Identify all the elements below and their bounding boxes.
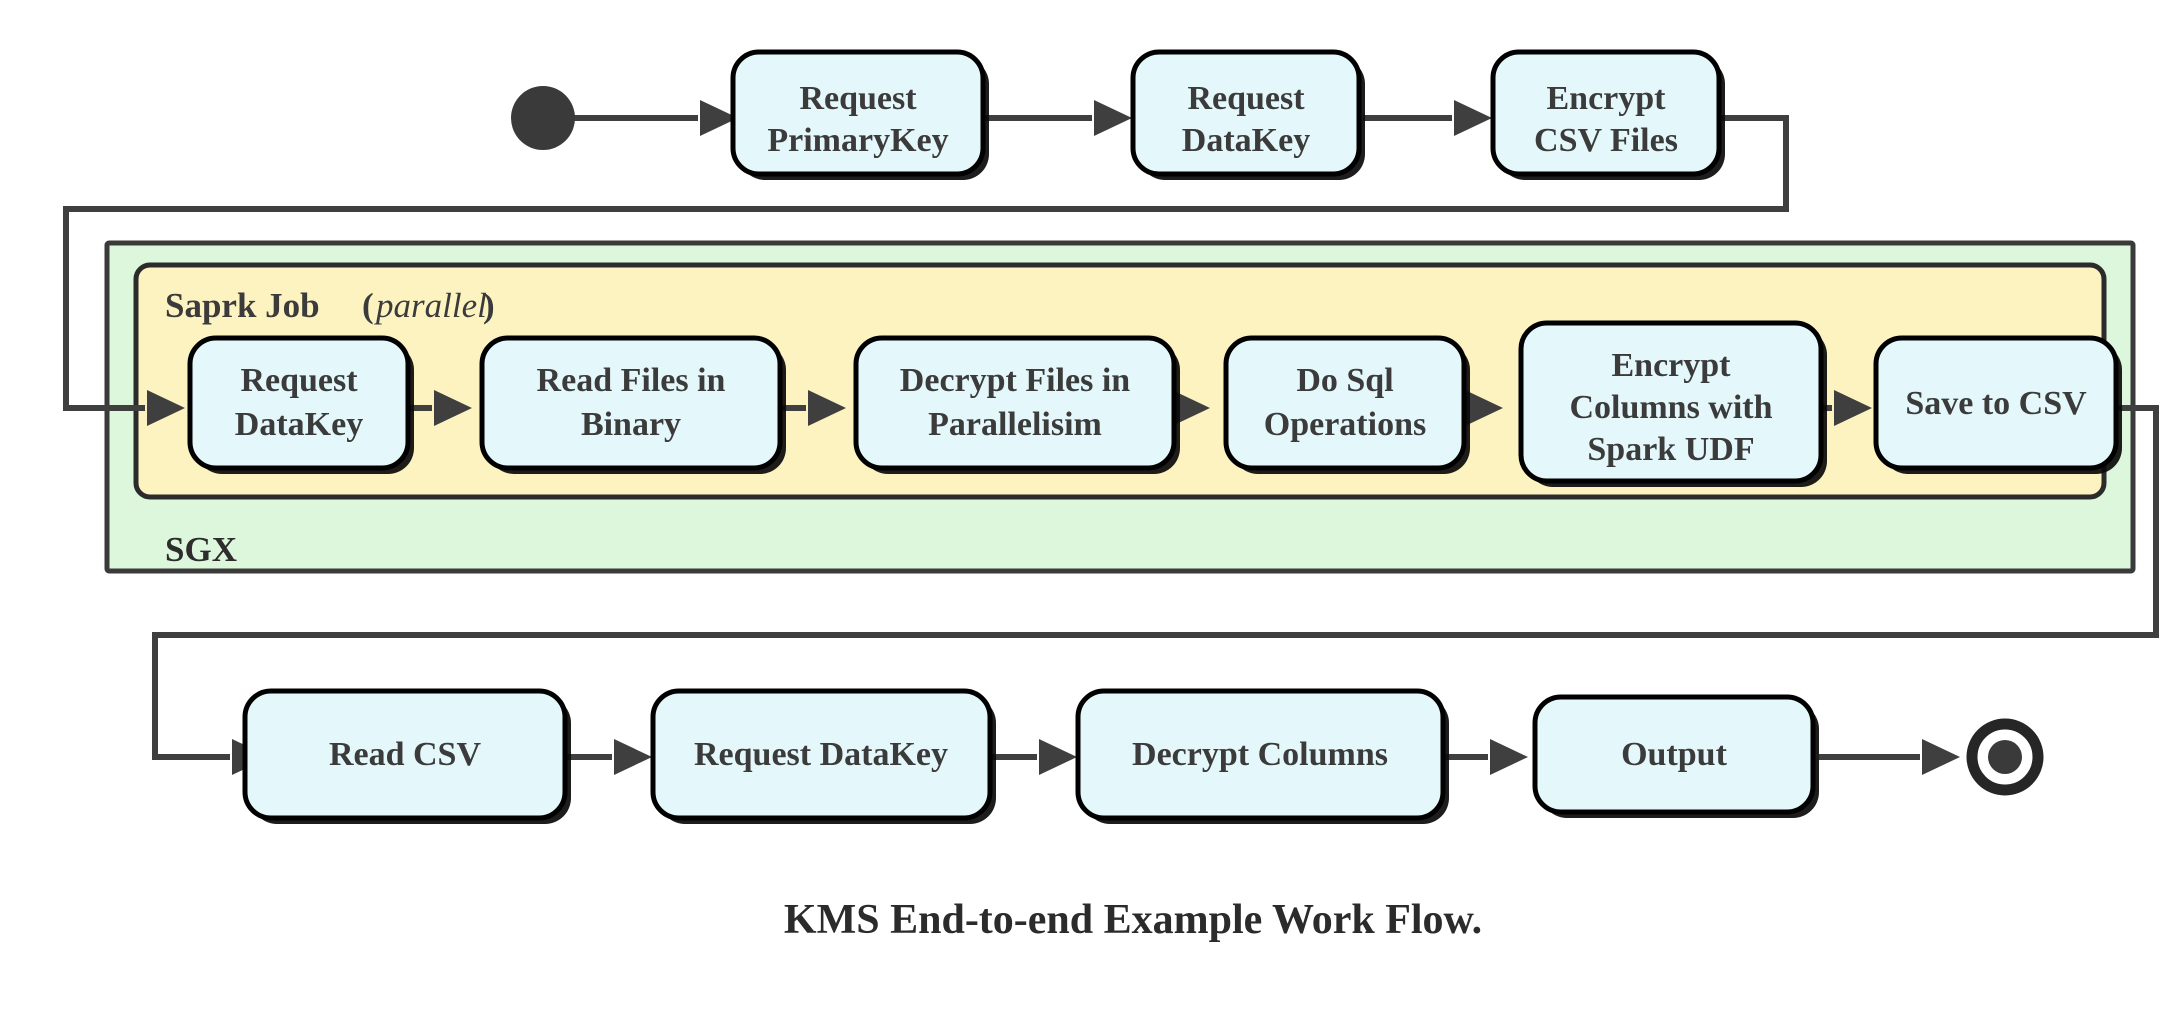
node-label-line1: Request — [240, 362, 358, 399]
edge-encryptcsvfiles-to-sparkrequestdatakey — [63, 115, 1789, 426]
node-output[interactable]: Output — [1532, 694, 1819, 818]
edge-requestdatakey-to-decryptcolumns — [990, 739, 1077, 775]
node-encrypt-csv-files[interactable]: Encrypt CSV Files — [1490, 49, 1725, 180]
node-label-line1: Encrypt — [1547, 80, 1667, 117]
node-label-line1: Output — [1621, 736, 1727, 773]
node-label-line1: Request DataKey — [694, 736, 948, 773]
sgx-label: SGX — [165, 530, 237, 569]
node-decrypt-columns[interactable]: Decrypt Columns — [1075, 688, 1449, 824]
spark-job-open-paren: ( — [362, 286, 374, 325]
node-encrypt-columns-with-spark-udf[interactable]: Encrypt Columns with Spark UDF — [1518, 320, 1827, 487]
node-label-line2: Binary — [581, 406, 681, 443]
node-read-csv[interactable]: Read CSV — [242, 688, 571, 824]
diagram-caption: KMS End-to-end Example Work Flow. — [784, 897, 1482, 943]
sgx-title-group: SGX — [165, 530, 237, 569]
node-label-line1: Decrypt Columns — [1132, 736, 1388, 773]
node-label-line1: Read CSV — [329, 736, 482, 773]
node-label-line1: Save to CSV — [1905, 385, 2087, 422]
node-label-line2: Columns with — [1569, 389, 1772, 426]
node-label-line1: Request — [1187, 80, 1305, 117]
node-request-datakey-bottom[interactable]: Request DataKey — [650, 688, 996, 824]
edge-requestdatakey-to-encryptcsvfiles — [1363, 100, 1492, 136]
node-request-datakey-top[interactable]: Request DataKey — [1130, 49, 1365, 180]
end-node — [1966, 718, 2044, 796]
node-label-line1: Encrypt — [1612, 347, 1732, 384]
spark-job-label: Saprk Job — [165, 286, 320, 325]
start-node — [511, 86, 575, 150]
edge-decryptcolumns-to-output — [1443, 739, 1528, 775]
node-read-files-in-binary[interactable]: Read Files in Binary — [479, 335, 786, 474]
spark-job-title-group: Saprk Job ( parallel ) — [165, 286, 495, 325]
node-label-line2: DataKey — [235, 406, 363, 443]
node-decrypt-files-in-parallelisim[interactable]: Decrypt Files in Parallelisim — [853, 335, 1180, 474]
node-label-line2: PrimaryKey — [767, 122, 948, 159]
spark-job-qualifier: parallel — [373, 286, 487, 325]
node-label-line2: DataKey — [1182, 122, 1310, 159]
node-label-line2: Parallelisim — [928, 406, 1102, 443]
edge-start-to-request-primarykey — [565, 100, 738, 136]
node-save-to-csv[interactable]: Save to CSV — [1873, 335, 2122, 474]
edge-readcsv-to-requestdatakey — [565, 739, 652, 775]
node-request-datakey-spark[interactable]: Request DataKey — [187, 335, 414, 474]
node-label-line1: Do Sql — [1296, 362, 1393, 399]
node-do-sql-operations[interactable]: Do Sql Operations — [1223, 335, 1470, 474]
spark-job-close-paren: ) — [483, 286, 495, 325]
edge-requestprimarykey-to-requestdatakey — [985, 100, 1132, 136]
node-label-line3: Spark UDF — [1587, 431, 1754, 468]
node-label-line2: Operations — [1264, 406, 1426, 443]
node-label-line1: Request — [799, 80, 917, 117]
node-request-primarykey[interactable]: Request PrimaryKey — [730, 49, 989, 180]
node-label-line2: CSV Files — [1534, 122, 1678, 159]
node-label-line1: Read Files in — [537, 362, 726, 399]
edge-output-to-end — [1819, 739, 1960, 775]
node-label-line1: Decrypt Files in — [900, 362, 1130, 399]
